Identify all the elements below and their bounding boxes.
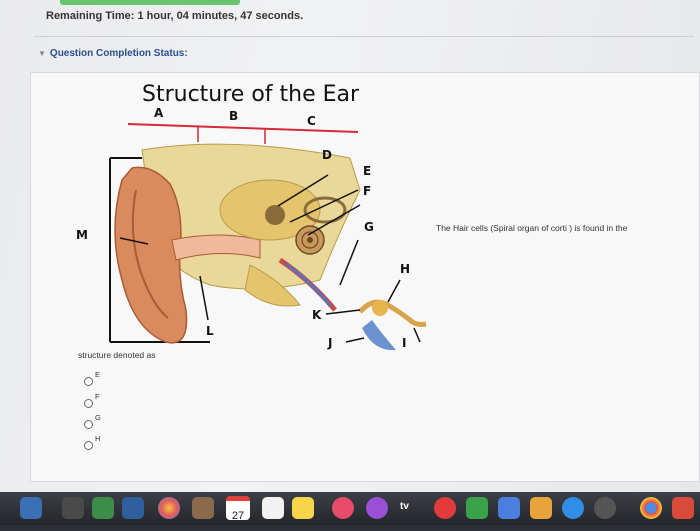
option-g-label: G bbox=[95, 413, 101, 422]
label-d: D bbox=[322, 148, 332, 162]
label-k: K bbox=[312, 308, 322, 322]
dock: 27 tv bbox=[0, 492, 700, 525]
news-icon[interactable] bbox=[434, 497, 456, 519]
label-m: M bbox=[76, 228, 88, 242]
option-f[interactable]: F bbox=[84, 392, 100, 408]
label-j: J bbox=[328, 336, 333, 350]
podcasts-icon[interactable] bbox=[366, 497, 388, 519]
label-h: H bbox=[400, 262, 411, 276]
notes-icon[interactable] bbox=[262, 497, 284, 519]
label-c: C bbox=[307, 114, 316, 128]
preview-icon[interactable] bbox=[20, 497, 42, 519]
question-completion-status[interactable]: ▼ Question Completion Status: bbox=[38, 48, 188, 59]
ear-diagram: Structure of the Ear bbox=[60, 80, 440, 360]
photos-icon[interactable] bbox=[158, 497, 180, 519]
radio-g[interactable] bbox=[84, 420, 93, 429]
settings-icon[interactable] bbox=[594, 497, 616, 519]
numbers-icon[interactable] bbox=[466, 497, 488, 519]
contacts-icon[interactable] bbox=[192, 497, 214, 519]
option-e[interactable]: E bbox=[84, 370, 100, 386]
question-stem: structure denoted as bbox=[78, 350, 156, 360]
label-g: G bbox=[364, 220, 374, 234]
radio-f[interactable] bbox=[84, 399, 93, 408]
question-text: The Hair cells (Spiral organ of corti ) … bbox=[436, 223, 628, 233]
option-g[interactable]: G bbox=[84, 413, 101, 429]
photo-app-icon[interactable] bbox=[122, 497, 144, 519]
app-store-icon[interactable] bbox=[562, 497, 584, 519]
label-e: E bbox=[363, 164, 372, 178]
option-h-label: H bbox=[95, 434, 101, 443]
option-f-label: F bbox=[95, 392, 100, 401]
header-divider bbox=[34, 36, 694, 37]
label-i: I bbox=[402, 336, 407, 350]
keynote-icon[interactable] bbox=[498, 497, 520, 519]
label-b: B bbox=[229, 109, 239, 123]
remaining-time: Remaining Time: 1 hour, 04 minutes, 47 s… bbox=[46, 10, 303, 22]
figure-title: Structure of the Ear bbox=[142, 82, 360, 107]
browser-screen: Remaining Time: 1 hour, 04 minutes, 47 s… bbox=[0, 0, 700, 492]
option-e-label: E bbox=[95, 370, 101, 379]
music-icon[interactable] bbox=[332, 497, 354, 519]
remaining-time-label: Remaining Time: bbox=[46, 10, 135, 22]
label-l: L bbox=[206, 324, 214, 338]
status-label: Question Completion Status: bbox=[49, 48, 188, 59]
messages-icon[interactable] bbox=[92, 497, 114, 519]
radio-h[interactable] bbox=[84, 441, 93, 450]
dictionary-icon[interactable] bbox=[672, 497, 694, 519]
collapse-icon[interactable]: ▼ bbox=[38, 49, 46, 58]
radio-e[interactable] bbox=[84, 377, 93, 386]
calendar-icon[interactable]: 27 bbox=[226, 496, 250, 522]
progress-strip bbox=[60, 0, 240, 5]
chrome-icon[interactable] bbox=[640, 497, 662, 519]
pages-icon[interactable] bbox=[530, 497, 552, 519]
label-a: A bbox=[154, 106, 164, 120]
label-f: F bbox=[363, 184, 372, 198]
tools-icon[interactable] bbox=[62, 497, 84, 519]
remaining-time-value: 1 hour, 04 minutes, 47 seconds. bbox=[137, 10, 304, 22]
tv-icon[interactable]: tv bbox=[400, 501, 409, 512]
ear-illustration bbox=[109, 123, 427, 351]
option-h[interactable]: H bbox=[84, 434, 100, 450]
stickies-icon[interactable] bbox=[292, 497, 314, 519]
